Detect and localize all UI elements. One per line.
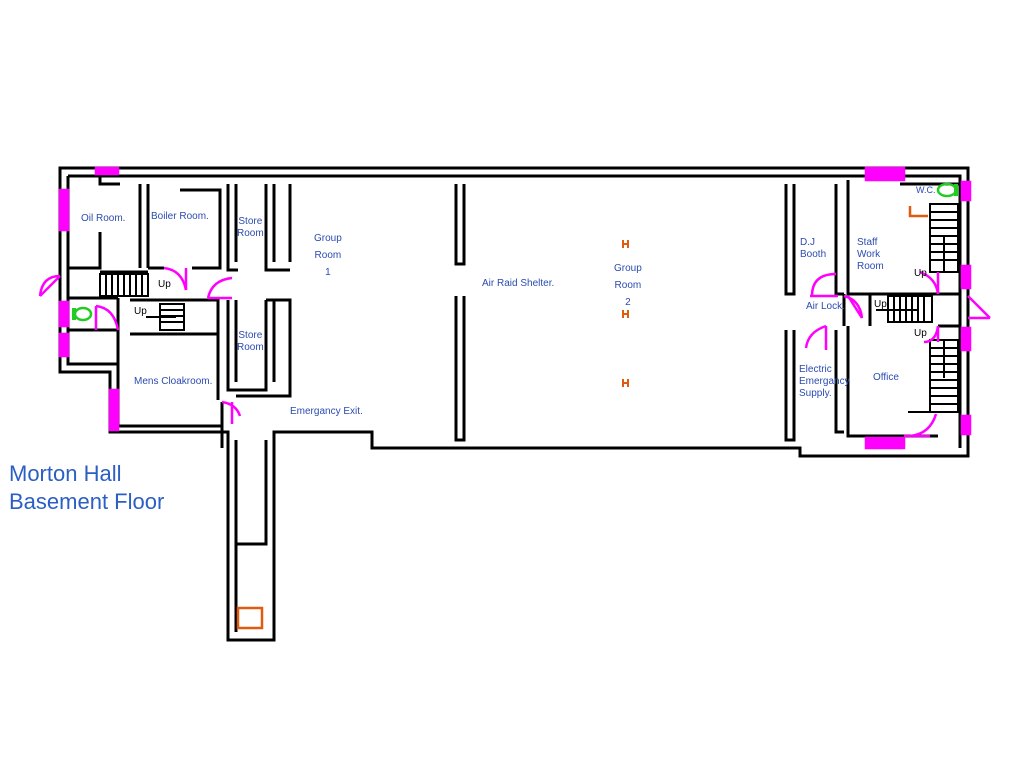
oil-room-label: Oil Room. <box>81 213 126 224</box>
stair-up-label: Up <box>914 268 927 279</box>
air-raid-shelter-label: Air Raid Shelter. <box>482 278 555 289</box>
group-room-2-label: Group Room 2 <box>614 263 642 308</box>
stair-right-bottom <box>908 339 959 413</box>
stair-left-bottom <box>146 303 185 331</box>
air-lock-label: Air Lock. <box>806 301 845 312</box>
wc-left-toilet <box>72 306 93 322</box>
plan-title: Morton Hall Basement Floor <box>9 460 164 516</box>
heaters <box>622 240 629 387</box>
group-room-1-label: Group Room 1 <box>314 233 342 278</box>
plan-title-line1: Morton Hall <box>9 461 122 486</box>
stair-up-label: Up <box>158 279 171 290</box>
store-room-top-label: Store Room <box>237 216 264 239</box>
emergency-exit-label: Emergancy Exit. <box>290 406 363 417</box>
emergency-exit-tunnel <box>234 440 268 632</box>
stair-up-label: Up <box>134 306 147 317</box>
outer-walls <box>58 166 970 642</box>
stair-left-top <box>99 273 149 297</box>
stair-up-label: Up <box>874 299 887 310</box>
stair-right-middle <box>876 295 933 323</box>
stair-right-top <box>929 203 959 273</box>
staff-work-room-label: Staff Work Room <box>857 237 884 272</box>
doors <box>38 166 991 450</box>
wc-right-label: W.C. <box>916 185 936 195</box>
office-label: Office <box>873 372 899 383</box>
wc-right-fixtures <box>908 182 958 218</box>
boiler-room-label: Boiler Room. <box>151 211 209 222</box>
ladder-hatch <box>236 606 264 630</box>
stair-up-label: Up <box>914 328 927 339</box>
electric-emergency-supply-label: Electric Emergancy Supply. <box>799 364 850 399</box>
plan-title-line2: Basement Floor <box>9 489 165 514</box>
mens-cloakroom-label: Mens Cloakroom. <box>134 376 213 387</box>
dj-booth-label: D.J Booth <box>800 237 827 260</box>
store-room-bottom-label: Store Room <box>237 330 264 353</box>
